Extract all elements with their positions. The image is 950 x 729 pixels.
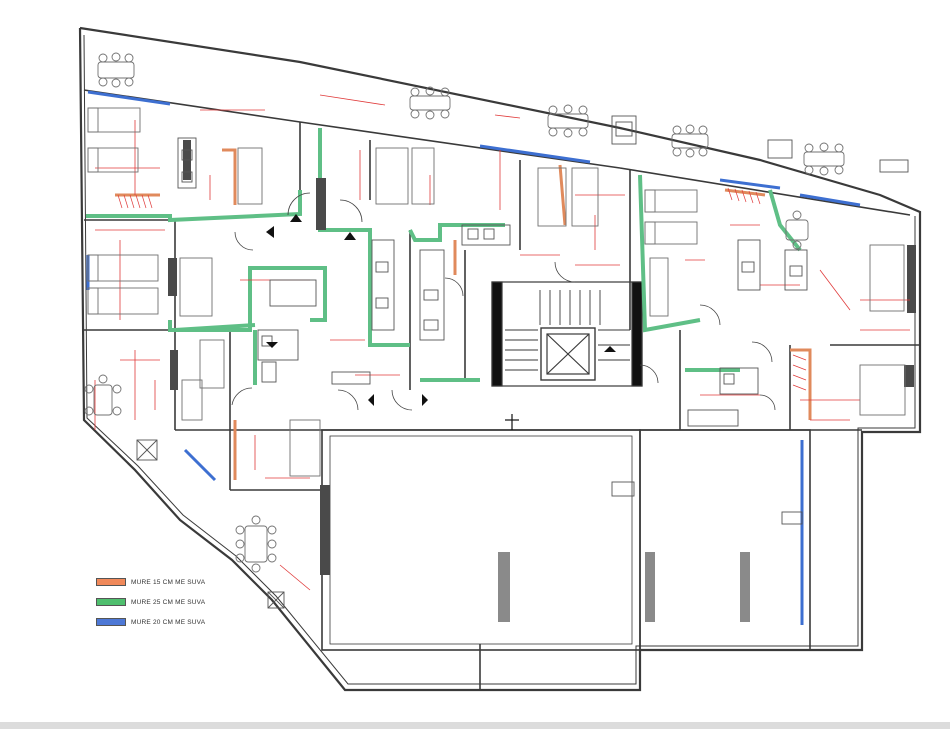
legend-swatch-15cm xyxy=(96,578,126,586)
walls-20cm xyxy=(86,90,861,625)
wall-legend: MURE 15 CM ME SUVA MURE 25 CM ME SUVA MU… xyxy=(96,577,256,637)
beds xyxy=(87,107,698,315)
dining-set-4 xyxy=(671,124,709,158)
dining-set-6 xyxy=(235,515,277,573)
hatch-strips xyxy=(117,187,807,391)
legend-swatch-25cm xyxy=(96,598,126,606)
walls-25cm xyxy=(86,128,802,385)
dining-set-2 xyxy=(409,86,451,120)
stair-core xyxy=(491,281,643,387)
sofas xyxy=(179,147,906,477)
legend-item-25cm: MURE 25 CM ME SUVA xyxy=(96,597,256,607)
legend-swatch-20cm xyxy=(96,618,126,626)
entrance-mark xyxy=(505,414,519,430)
entry-markers xyxy=(266,214,616,406)
dining-set-3 xyxy=(547,104,589,138)
kitchen-fixtures xyxy=(177,115,909,427)
lower-fixtures xyxy=(136,439,803,609)
dining-set-1 xyxy=(97,52,135,88)
columns xyxy=(168,140,916,622)
legend-item-20cm: MURE 20 CM ME SUVA xyxy=(96,617,256,627)
dining-set-8 xyxy=(785,210,809,250)
stair-treads xyxy=(505,290,630,371)
legend-label-15cm: MURE 15 CM ME SUVA xyxy=(131,578,206,586)
door-swings xyxy=(231,192,776,411)
dining-set-5 xyxy=(803,142,845,176)
legend-item-15cm: MURE 15 CM ME SUVA xyxy=(96,577,256,587)
legend-label-20cm: MURE 20 CM ME SUVA xyxy=(131,618,206,626)
legend-label-25cm: MURE 25 CM ME SUVA xyxy=(131,598,206,606)
walls-15cm xyxy=(115,148,812,480)
dining-tables xyxy=(84,52,845,573)
elevator-shaft xyxy=(540,327,596,381)
dining-set-7 xyxy=(84,374,122,416)
